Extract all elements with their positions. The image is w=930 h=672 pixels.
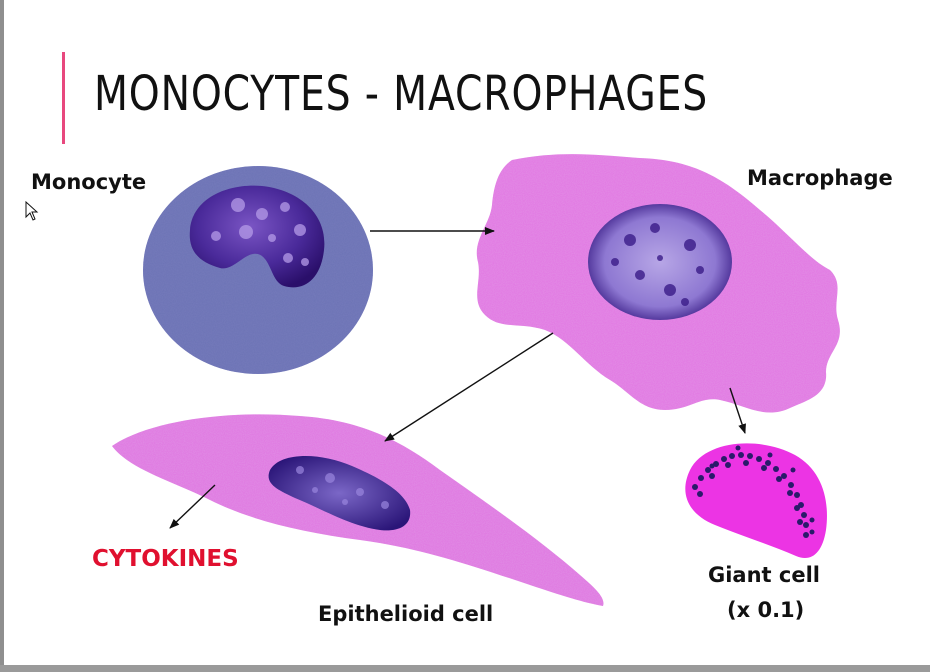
label-cytokines: CYTOKINES (92, 546, 239, 572)
window-frame-left (0, 0, 4, 672)
label-macrophage: Macrophage (747, 166, 893, 190)
mouse-pointer-icon (25, 201, 39, 221)
arrow-macrophage-to-epithelioid (384, 332, 554, 442)
arrow-epithelioid-to-cytokines (169, 484, 216, 529)
label-monocyte: Monocyte (31, 170, 147, 194)
label-epithelioid-cell: Epithelioid cell (318, 602, 494, 626)
arrow-macrophage-to-giant-cell (729, 387, 746, 434)
epithelioid-cell (112, 414, 604, 606)
title-accent-bar (62, 52, 65, 144)
monocyte-cell (143, 166, 373, 374)
epithelioid-nucleus (268, 455, 411, 531)
giant-cell (685, 443, 827, 559)
macrophage-nucleus (588, 204, 732, 320)
giant-cell-cytoplasm (685, 443, 827, 559)
giant-cell-nuclei (692, 445, 815, 538)
slide-title: MONOCYTES - MACROPHAGES (94, 66, 709, 122)
label-giant-cell: Giant cell (708, 563, 820, 587)
label-giant-cell-scale: (x 0.1) (727, 598, 805, 622)
macrophage-cell (476, 154, 840, 413)
window-frame-bottom (0, 665, 930, 672)
